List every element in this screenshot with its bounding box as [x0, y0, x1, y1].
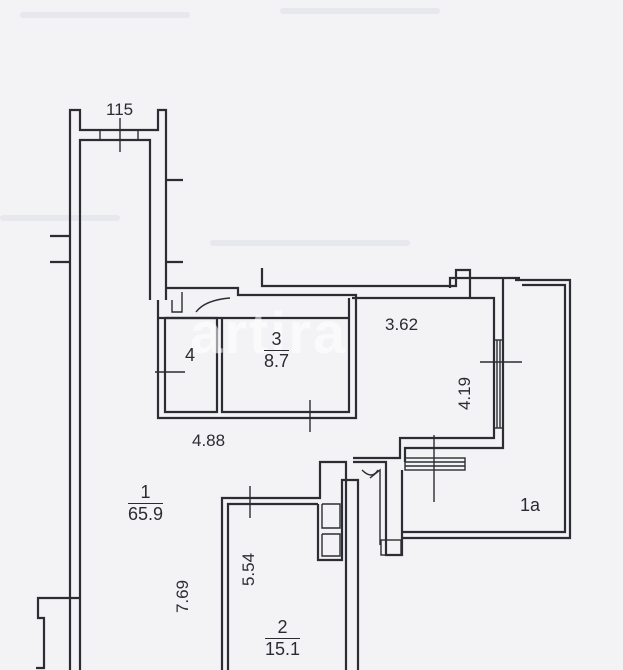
room-1-number: 1 [128, 483, 164, 504]
room-2-label: 2 15.1 [265, 618, 301, 659]
top-dimension-label: 115 [106, 100, 134, 119]
height-dimension-7-69: 7.69 [173, 579, 193, 614]
room-2-number: 2 [265, 618, 301, 639]
room-top-right-walls [352, 276, 572, 557]
room-1-area: 65.9 [128, 503, 164, 524]
height-dimension-4-19: 4.19 [455, 376, 475, 411]
room-3-number: 3 [264, 330, 290, 351]
room-1-label: 1 65.9 [128, 483, 164, 524]
watermark: artira [190, 301, 348, 366]
room-3-area: 8.7 [264, 350, 290, 371]
width-dimension-4-88: 4.88 [192, 431, 226, 450]
rooms-3-4-walls [155, 268, 520, 432]
room-2-area: 15.1 [265, 638, 301, 659]
width-dimension-3-62: 3.62 [385, 315, 419, 334]
room-3-label: 3 8.7 [264, 330, 290, 371]
room-2-walls [220, 460, 402, 670]
height-dimension-5-54: 5.54 [239, 552, 259, 587]
room-1a-label: 1a [520, 495, 541, 515]
room-1-walls [36, 108, 183, 670]
room-4-label: 4 [185, 345, 196, 365]
